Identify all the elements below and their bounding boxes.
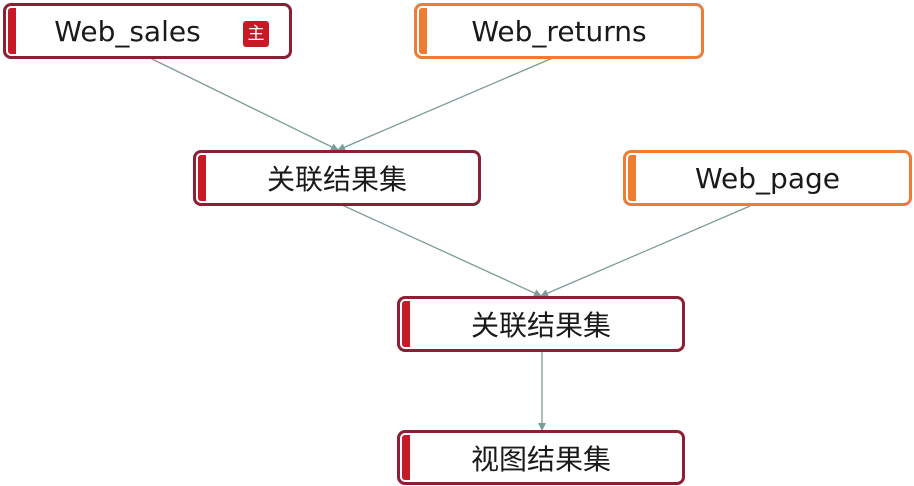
node-label: 关联结果集 bbox=[470, 309, 611, 342]
node-join-result-1[interactable]: 关联结果集 bbox=[193, 150, 481, 206]
node-accent-bar bbox=[419, 8, 427, 54]
primary-table-badge: 主 bbox=[243, 21, 269, 47]
node-label: Web_returns bbox=[471, 14, 647, 48]
node-label: 视图结果集 bbox=[470, 442, 611, 476]
node-accent-bar bbox=[402, 301, 410, 347]
node-label: 关联结果集 bbox=[266, 163, 407, 196]
node-web-returns[interactable]: Web_returns bbox=[414, 3, 704, 59]
edge-join_1-to-join_2 bbox=[341, 204, 542, 297]
node-accent-bar bbox=[8, 8, 16, 54]
node-view-result[interactable]: 视图结果集 bbox=[397, 430, 685, 485]
node-accent-bar bbox=[628, 155, 636, 201]
node-web-page[interactable]: Web_page bbox=[623, 150, 912, 206]
edge-web_page-to-join_2 bbox=[540, 205, 751, 297]
node-label: Web_page bbox=[695, 161, 840, 195]
node-accent-bar bbox=[198, 155, 206, 201]
node-label: Web_sales bbox=[54, 14, 201, 48]
edge-web_sales-to-join_1 bbox=[147, 56, 339, 151]
edge-web_returns-to-join_1 bbox=[337, 56, 556, 151]
node-web-sales[interactable]: Web_sales 主 bbox=[3, 3, 292, 59]
node-join-result-2[interactable]: 关联结果集 bbox=[397, 296, 685, 352]
node-accent-bar bbox=[402, 435, 410, 480]
